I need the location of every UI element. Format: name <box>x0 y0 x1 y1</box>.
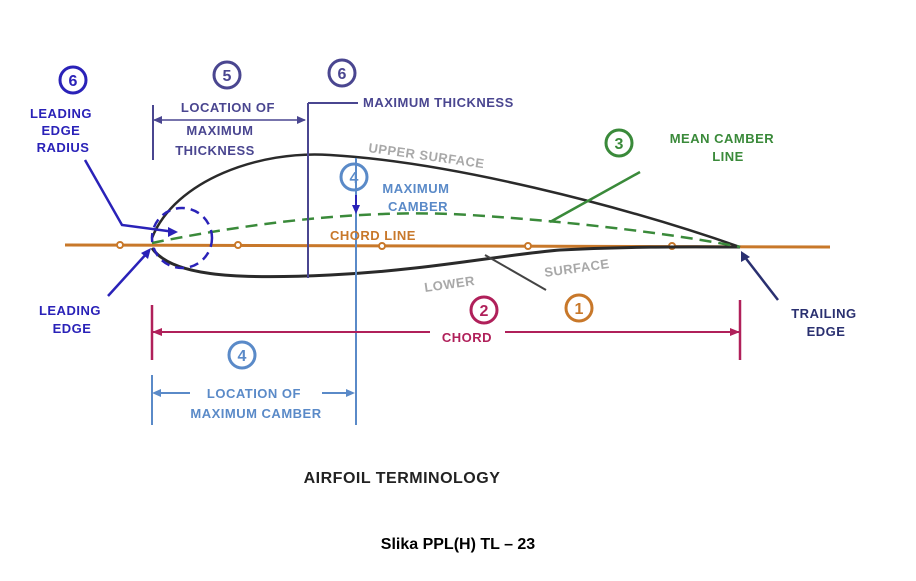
maximum-thickness-label: MAXIMUM THICKNESS <box>363 95 514 110</box>
marker-2: 2 <box>469 295 499 325</box>
arrowhead <box>152 328 162 336</box>
figure-caption: Slika PPL(H) TL – 23 <box>380 536 536 553</box>
surface-label: SURFACE <box>543 256 610 280</box>
marker-5-label: 5 <box>223 68 232 85</box>
diagram-title: AIRFOIL TERMINOLOGY <box>304 470 501 487</box>
marker-4-lower: 4 <box>227 340 257 370</box>
mean-camber-line <box>151 212 741 249</box>
leading-edge-radius-leader <box>83 159 176 234</box>
marker-1: 1 <box>564 293 594 323</box>
chord-dot <box>234 241 242 249</box>
marker-1-label: 1 <box>575 301 584 318</box>
chord-label: CHORD <box>442 330 492 345</box>
chord-dot <box>378 242 386 250</box>
marker-4-upper: 4 <box>339 162 369 192</box>
marker-2-label: 2 <box>480 303 489 320</box>
leading-edge-leader <box>107 251 149 297</box>
chord-dot <box>116 241 124 249</box>
mean-camber-leader <box>549 170 641 224</box>
marker-6-left: 6 <box>58 65 88 95</box>
arrowhead <box>168 227 178 237</box>
arrowhead <box>141 248 151 259</box>
trailing-edge-leader <box>743 255 779 301</box>
maximum-camber-label: MAXIMUM CAMBER <box>382 181 453 214</box>
marker-3-label: 3 <box>615 136 624 153</box>
location-max-camber-label: LOCATION OF MAXIMUM CAMBER <box>190 386 321 421</box>
chord-dot <box>524 242 532 250</box>
lower-surface-leader <box>484 254 547 291</box>
trailing-edge-label: TRAILING EDGE <box>791 306 861 339</box>
arrowhead <box>352 205 360 214</box>
upper-surface-curve <box>150 153 741 249</box>
chord-line-label: CHORD LINE <box>330 228 416 243</box>
lower-surface-curve <box>150 245 741 279</box>
leading-edge-radius-label: LEADING EDGE RADIUS <box>30 106 96 155</box>
arrowhead <box>346 389 355 397</box>
arrowhead <box>730 328 740 336</box>
leading-edge-radius-circle <box>150 206 214 270</box>
marker-4-upper-label: 4 <box>350 170 359 187</box>
marker-6-top: 6 <box>327 58 357 88</box>
marker-5: 5 <box>212 60 242 90</box>
marker-3: 3 <box>604 128 634 158</box>
arrowhead <box>153 116 162 124</box>
arrowhead <box>741 251 750 262</box>
lower-label: LOWER <box>423 273 476 295</box>
marker-4-lower-label: 4 <box>238 348 247 365</box>
leading-edge-label: LEADING EDGE <box>39 303 105 336</box>
arrowhead <box>152 389 161 397</box>
location-max-thickness-label: LOCATION OF MAXIMUM THICKNESS <box>175 100 279 158</box>
marker-6-left-label: 6 <box>69 73 78 90</box>
marker-6-top-label: 6 <box>338 66 347 83</box>
mean-camber-line-label: MEAN CAMBER LINE <box>670 131 779 164</box>
arrowhead <box>297 116 306 124</box>
